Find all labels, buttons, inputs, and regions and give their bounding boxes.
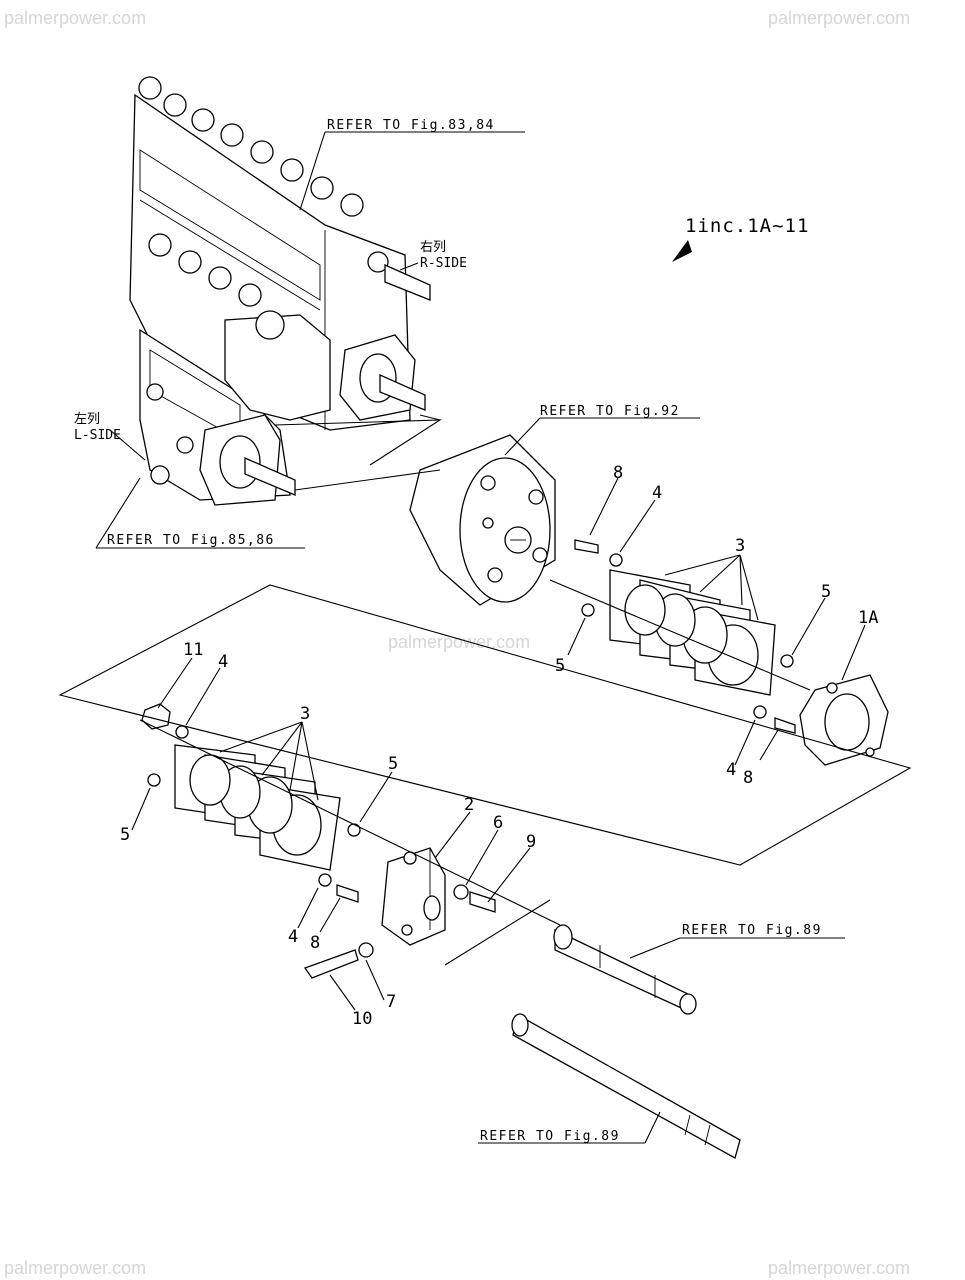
shaft-upper — [553, 924, 697, 1015]
ref-leader-83-84 — [299, 131, 326, 211]
watermark-top-right: palmerpower.com — [768, 8, 910, 28]
left-side-label-jp: 左列 — [74, 412, 100, 427]
callout-8-right: 8 — [743, 768, 753, 788]
callout-8-upper: 8 — [613, 463, 623, 483]
ref-fig-83-84: REFER TO Fig.83,84 — [327, 118, 495, 133]
right-side-label-en: R-SIDE — [420, 256, 467, 271]
callout-5-upper-left: 5 — [555, 656, 565, 676]
callout-2: 2 — [464, 795, 474, 815]
l-side-leader — [109, 429, 146, 461]
includes-arrow-icon — [672, 240, 692, 262]
bolt-8-lower — [336, 884, 359, 903]
callout-leaders — [131, 477, 866, 1011]
ref-leader-89-upper — [629, 937, 681, 959]
watermark-bottom-left: palmerpower.com — [4, 1258, 146, 1278]
callout-11: 11 — [183, 640, 203, 660]
ref-leader-89-lower — [644, 1111, 661, 1144]
drive-coupling — [409, 434, 556, 606]
ref-leader-92 — [504, 417, 541, 456]
callout-8-lower: 8 — [310, 933, 320, 953]
washer-5-lower-mid — [347, 823, 361, 837]
left-side-label-en: L-SIDE — [74, 428, 121, 443]
ref-fig-85-86: REFER TO Fig.85,86 — [107, 533, 275, 548]
callout-6: 6 — [493, 813, 503, 833]
callout-4-left-bottom: 4 — [288, 927, 298, 947]
drive-block-2 — [381, 847, 446, 946]
assembly-lines — [58, 414, 912, 966]
callout-5-lower-mid: 5 — [388, 754, 398, 774]
bolt-8-upper — [574, 539, 599, 554]
injection-pump-assembly — [129, 76, 431, 506]
right-side-label-jp: 右列 — [420, 240, 446, 255]
bolt-8-right — [774, 717, 796, 734]
r-side-leader — [399, 262, 419, 271]
lower-disk-stack — [174, 744, 341, 871]
nut-11 — [141, 703, 171, 730]
washer-5-lower-left — [147, 773, 161, 787]
bolt-10 — [303, 949, 359, 979]
ref-fig-89-lower: REFER TO Fig.89 — [480, 1129, 620, 1144]
includes-note: 1inc.1A~11 — [685, 215, 809, 237]
callout-10: 10 — [352, 1009, 372, 1029]
callout-3-lower: 3 — [300, 704, 310, 724]
callout-3-upper: 3 — [735, 536, 745, 556]
watermark-top-left: palmerpower.com — [4, 8, 146, 28]
delivery-valves-top — [138, 76, 364, 307]
tube-lower — [511, 1013, 741, 1159]
ref-leader-85-86 — [95, 477, 141, 549]
ref-fig-92: REFER TO Fig.92 — [540, 404, 680, 419]
callout-9: 9 — [526, 832, 536, 852]
callout-4-left-top: 4 — [218, 652, 228, 672]
washer-4-upper — [609, 553, 623, 567]
ref-fig-89-upper: REFER TO Fig.89 — [682, 923, 822, 938]
flange-1A — [799, 674, 889, 766]
watermark-bottom-right: palmerpower.com — [768, 1258, 910, 1278]
callout-4-upper: 4 — [652, 483, 662, 503]
callout-5-lower-left: 5 — [120, 825, 130, 845]
washer-4-left-bottom — [318, 873, 332, 887]
watermark-center: palmerpower.com — [388, 632, 530, 652]
callout-5-upper-right: 5 — [821, 582, 831, 602]
callout-1A: 1A — [858, 608, 878, 628]
washer-4-left-top — [175, 725, 189, 739]
upper-disk-stack — [609, 569, 776, 696]
washer-5-upper-right — [780, 654, 794, 668]
washer-7 — [358, 942, 374, 958]
washer-5-upper-left — [581, 603, 595, 617]
callout-7: 7 — [386, 992, 396, 1012]
washer-4-right — [753, 705, 767, 719]
callout-4-right: 4 — [726, 760, 736, 780]
bolt-9 — [469, 891, 496, 913]
washer-6 — [453, 884, 469, 900]
